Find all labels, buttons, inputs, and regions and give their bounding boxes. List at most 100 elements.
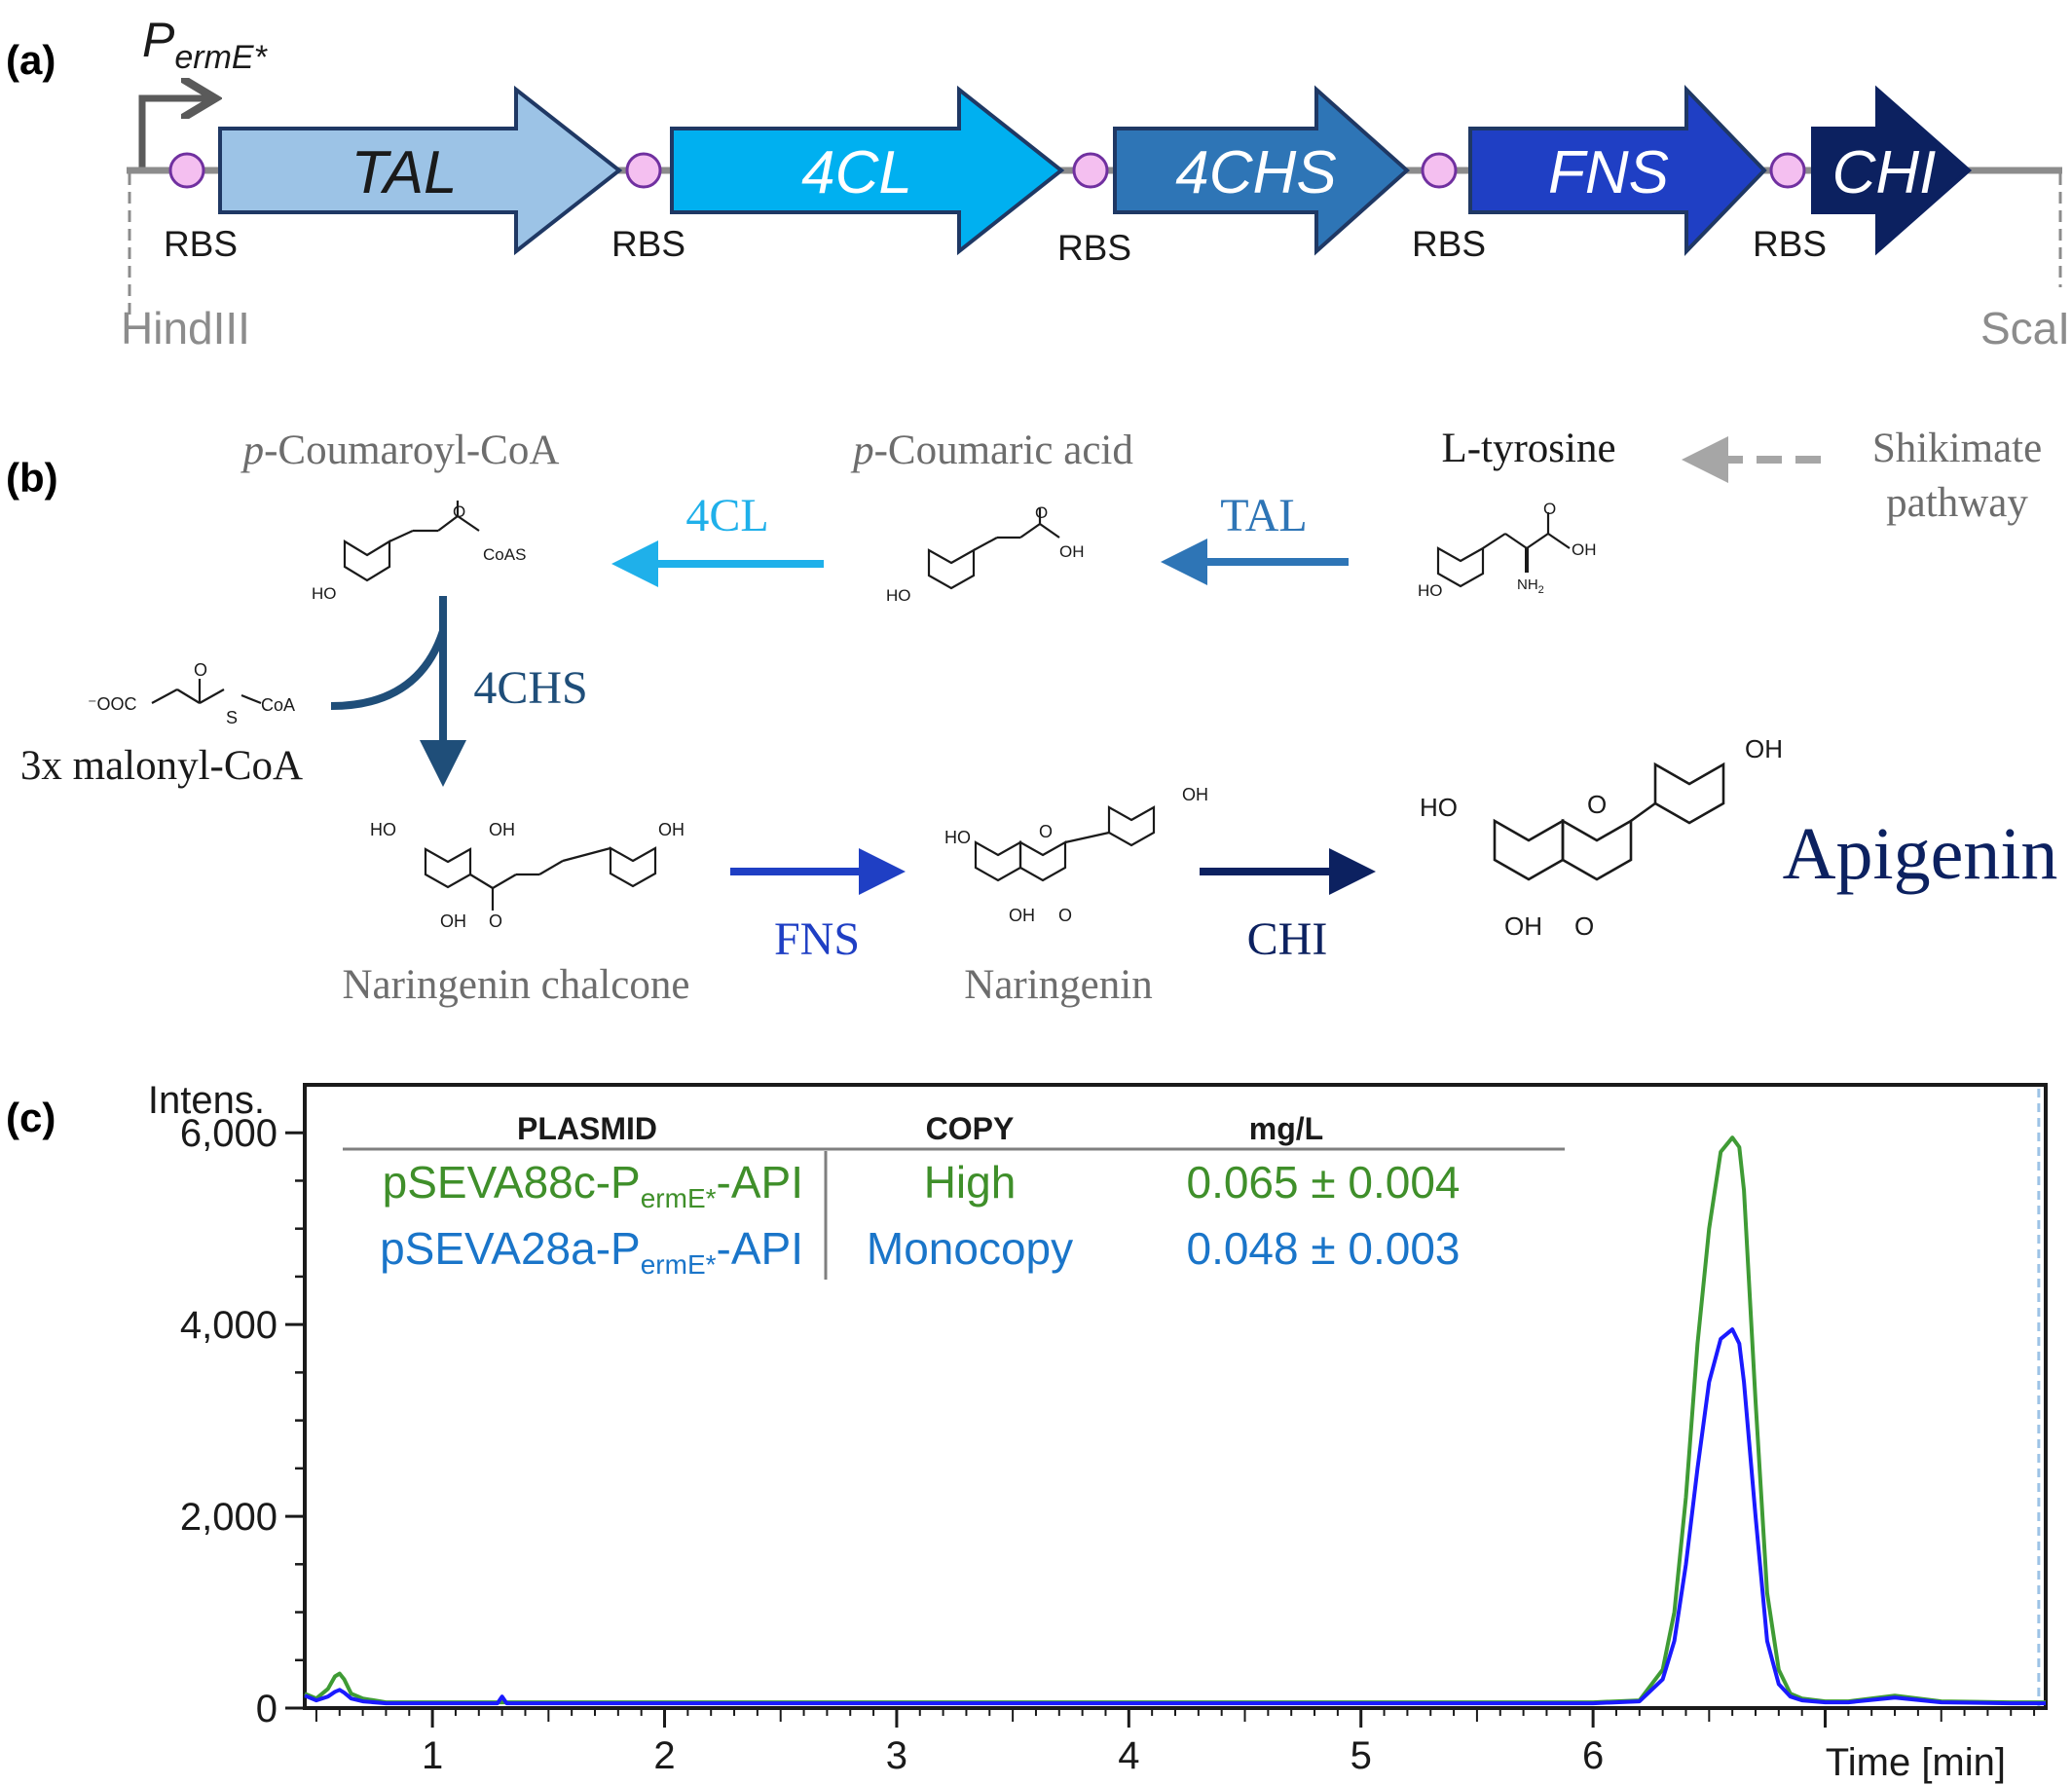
x-tick-label: 6: [1582, 1734, 1604, 1777]
gene-label-tal: TAL: [351, 139, 457, 206]
svg-text:HO: HO: [1420, 793, 1458, 822]
svg-text:O: O: [453, 502, 465, 521]
svg-text:OH: OH: [489, 820, 515, 839]
panel-b: (b) p-Coumaroyl-CoA p-Coumaric acid L-ty…: [6, 426, 2057, 1008]
promoter-label: PermE*: [142, 13, 269, 76]
hindiii-label: HindIII: [121, 303, 250, 353]
x-tick-label: 3: [886, 1734, 907, 1777]
svg-text:OH: OH: [1745, 734, 1783, 763]
svg-text:O: O: [1543, 500, 1556, 518]
series-layer: [304, 1135, 2046, 1706]
svg-text:OH: OH: [440, 911, 466, 931]
svg-text:OH: OH: [1059, 542, 1085, 561]
svg-text:HO: HO: [312, 584, 337, 603]
enzyme-label-4chs: 4CHS: [473, 662, 587, 714]
svg-text:OH: OH: [1572, 540, 1597, 559]
rbs-label: RBS: [1057, 228, 1131, 268]
panel-a: (a) PermE* TAL 4CL 4CHS FNS CHI RBS RBS …: [6, 13, 2070, 353]
svg-text:CoAS: CoAS: [483, 545, 526, 564]
rbs-label: RBS: [1412, 224, 1486, 264]
structure-l-tyrosine: O OH NH2 HO: [1418, 500, 1597, 600]
rbs-label: RBS: [1753, 224, 1827, 264]
chromatogram-chart: 0 2,000 4,000 6,000 1 2 3 4 5 6 Intens. Time [mi…: [148, 1079, 2048, 1784]
x-tick-label: 2: [653, 1734, 675, 1777]
svg-text:O: O: [1587, 790, 1607, 819]
svg-text:O: O: [1039, 822, 1053, 841]
gene-arrow-4cl: [670, 85, 1065, 256]
rbs-icon: [168, 152, 205, 189]
enzyme-label-4cl: 4CL: [685, 490, 768, 541]
table-header-plasmid: PLASMID: [517, 1111, 657, 1146]
svg-text:HO: HO: [886, 586, 911, 605]
shikimate-label-line1: Shikimate: [1872, 426, 2042, 471]
table-row-plasmid: pSEVA28a-PermE*-API: [380, 1223, 803, 1280]
compound-label-malonyl-coa: 3x malonyl-CoA: [20, 743, 303, 789]
y-tick-label: 6,000: [180, 1112, 278, 1155]
gene-arrow-4chs: [1113, 85, 1411, 256]
structure-p-coumaroyl-coa: O CoAS HO: [312, 501, 526, 603]
rbs-icon: [1769, 152, 1806, 189]
y-axis: 0 2,000 4,000 6,000: [180, 1112, 305, 1730]
y-tick-label: 2,000: [180, 1496, 278, 1539]
svg-text:O: O: [1574, 911, 1594, 941]
y-tick-label: 4,000: [180, 1304, 278, 1347]
promoter-arrow-icon: [138, 98, 208, 170]
panel-a-label: (a): [6, 37, 56, 83]
x-tick-label: 4: [1118, 1734, 1139, 1777]
x-axis: 1 2 3 4 5 6: [314, 1708, 2036, 1777]
enzyme-label-chi: CHI: [1247, 913, 1328, 965]
enzyme-label-tal: TAL: [1220, 490, 1307, 541]
structure-naringenin-chalcone: HO OH OH O OH: [370, 820, 684, 931]
table-row-copy: Monocopy: [867, 1223, 1073, 1274]
panel-c: (c) 0 2,000 4,000 6,000 1 2 3 4 5 6 Intens. Time…: [6, 1079, 2048, 1784]
rbs-icon: [625, 152, 662, 189]
y-axis-title: Intens.: [148, 1079, 265, 1122]
svg-text:OH: OH: [658, 820, 684, 839]
y-tick-label: 0: [256, 1688, 278, 1730]
svg-text:HO: HO: [944, 828, 971, 847]
svg-text:CoA: CoA: [261, 695, 295, 715]
svg-text:HO: HO: [370, 820, 396, 839]
svg-text:OH: OH: [1009, 906, 1035, 925]
gene-label-4cl: 4CL: [801, 139, 912, 206]
compound-label-naringenin: Naringenin: [964, 962, 1152, 1008]
svg-text:O: O: [194, 660, 207, 680]
promoter: PermE*: [138, 13, 269, 170]
enzyme-label-fns: FNS: [774, 913, 860, 965]
panel-c-label: (c): [6, 1095, 56, 1140]
table-header-mgl: mg/L: [1249, 1111, 1323, 1146]
gene-label-chi: CHI: [1832, 139, 1937, 206]
shikimate-label-line2: pathway: [1886, 480, 2028, 526]
structure-malonyl-coa: ⁻OOC O S CoA: [88, 660, 295, 727]
compound-label-p-coumaric-acid: p-Coumaric acid: [850, 428, 1133, 473]
compound-label-p-coumaroyl-coa: p-Coumaroyl-CoA: [240, 428, 560, 473]
svg-text:OH: OH: [1504, 911, 1542, 941]
svg-text:S: S: [226, 708, 238, 727]
gene-label-4chs: 4CHS: [1175, 139, 1336, 206]
rbs-icon: [1421, 152, 1458, 189]
gene-arrow-chi: [1811, 85, 1973, 256]
table-header-copy: COPY: [926, 1111, 1015, 1146]
panel-b-label: (b): [6, 455, 58, 501]
svg-text:OH: OH: [1182, 785, 1208, 804]
svg-text:⁻OOC: ⁻OOC: [88, 694, 137, 714]
rbs-label: RBS: [164, 224, 238, 264]
rbs-label: RBS: [611, 224, 685, 264]
malonyl-incorporation-arc: [330, 629, 447, 710]
structure-apigenin: HO O OH O OH: [1420, 734, 1783, 941]
x-axis-title: Time [min]: [1826, 1741, 2006, 1784]
series-line-monocopy: [304, 1327, 2046, 1706]
x-tick-label: 5: [1350, 1734, 1372, 1777]
gene-label-fns: FNS: [1548, 139, 1669, 206]
compound-label-l-tyrosine: L-tyrosine: [1441, 426, 1615, 471]
svg-text:NH2: NH2: [1517, 576, 1544, 596]
svg-text:O: O: [1058, 906, 1072, 925]
structure-p-coumaric-acid: O OH HO: [886, 503, 1085, 605]
table-row-plasmid: pSEVA88c-PermE*-API: [383, 1157, 803, 1213]
x-tick-label: 1: [422, 1734, 443, 1777]
table-row-yield: 0.048 ± 0.003: [1186, 1223, 1460, 1274]
compound-label-naringenin-chalcone: Naringenin chalcone: [343, 962, 690, 1008]
table-row-yield: 0.065 ± 0.004: [1186, 1157, 1460, 1208]
svg-text:O: O: [1035, 503, 1048, 522]
